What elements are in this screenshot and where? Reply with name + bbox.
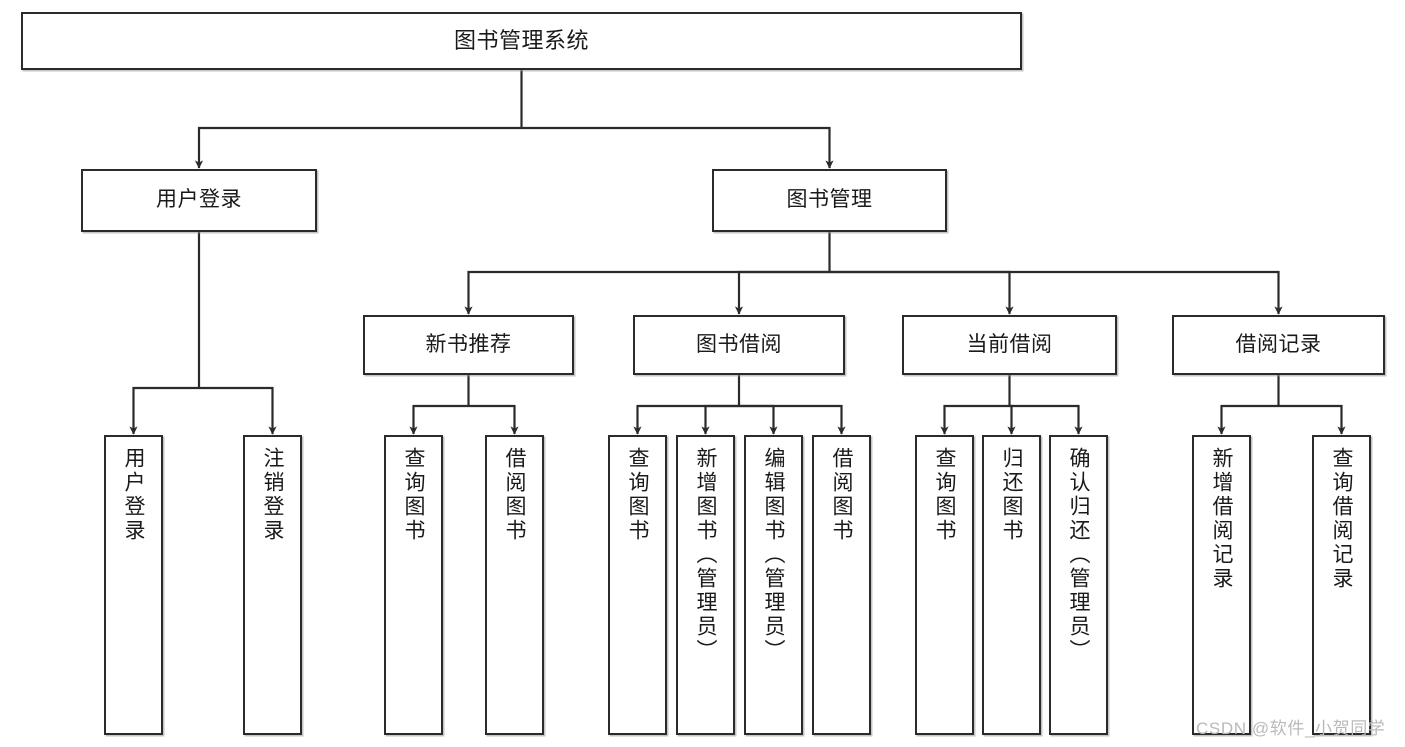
node-l3-borrow[interactable]: 图书借阅 [633,315,845,375]
node-l4-b1[interactable]: 查询图书 [384,435,443,735]
node-l4-b2[interactable]: 借阅图书 [485,435,544,735]
connector-l2-login-to-l4-a2 [199,386,277,435]
node-label: 当前借阅 [966,332,1053,356]
node-label: 查询图书 [933,447,956,543]
node-l4-c3[interactable]: 编辑图书（管理员） [744,435,803,735]
node-l3-current[interactable]: 当前借阅 [902,315,1117,375]
node-l4-c4[interactable]: 借阅图书 [812,435,871,735]
connector-l3-borrow-to-l4-c1 [633,404,739,435]
node-l4-c1[interactable]: 查询图书 [608,435,667,735]
connector-l3-borrow-to-l4-c2 [701,404,739,435]
connector-l2-bookmgmt-to-l3-borrow [734,270,830,315]
connector-l2-bookmgmt-to-l3-newbook [464,270,830,315]
node-label: 新增图书（管理员） [694,447,717,663]
node-label: 图书管理系统 [453,28,589,54]
node-l4-a1[interactable]: 用户登录 [104,435,163,735]
node-label: 注销登录 [261,447,284,543]
node-label: 用户登录 [122,447,145,543]
node-l4-e2[interactable]: 查询借阅记录 [1312,435,1371,735]
connector-l2-bookmgmt-to-l3-records [829,270,1283,315]
connector-l3-newbook-to-l4-b1 [409,404,469,435]
connector-root-to-l2-login [194,126,522,169]
node-label: 图书借阅 [696,332,782,356]
node-label: 确认归还（管理员） [1067,447,1090,663]
node-label: 借阅图书 [503,447,526,543]
node-label: 借阅图书 [830,447,853,543]
node-l3-newbook[interactable]: 新书推荐 [363,315,574,375]
node-l4-d1[interactable]: 查询图书 [915,435,974,735]
connector-l2-login-to-l4-a1 [129,386,199,435]
connector-l3-borrow-to-l4-c4 [739,404,846,435]
connector-l3-borrow-to-l4-c3 [739,404,778,435]
csdn-watermark: CSDN @软件_小贺同学 [1196,719,1386,738]
node-label: 归还图书 [1000,447,1023,543]
node-l2-bookmgmt[interactable]: 图书管理 [712,169,947,232]
node-label: 新书推荐 [425,332,512,356]
node-l3-records[interactable]: 借阅记录 [1172,315,1385,375]
node-label: 用户登录 [156,188,242,212]
node-l4-e1[interactable]: 新增借阅记录 [1192,435,1251,735]
node-root[interactable]: 图书管理系统 [21,12,1022,70]
connector-l2-bookmgmt-to-l3-current [829,270,1014,315]
node-l4-c2[interactable]: 新增图书（管理员） [676,435,735,735]
node-l4-a2[interactable]: 注销登录 [243,435,302,735]
node-label: 查询图书 [402,447,425,543]
node-label: 新增借阅记录 [1210,447,1233,591]
node-l4-d3[interactable]: 确认归还（管理员） [1049,435,1108,735]
connector-l3-current-to-l4-d2 [1007,404,1016,435]
node-label: 借阅记录 [1235,332,1322,356]
node-label: 编辑图书（管理员） [762,447,785,663]
node-l2-login[interactable]: 用户登录 [81,169,317,232]
connector-l3-records-to-l4-e1 [1217,404,1279,435]
connector-l3-current-to-l4-d1 [940,404,1010,435]
node-l4-d2[interactable]: 归还图书 [982,435,1041,735]
connector-l3-current-to-l4-d3 [1009,404,1083,435]
node-label: 查询借阅记录 [1330,447,1353,591]
connector-root-to-l2-bookmgmt [521,126,834,169]
connector-l3-newbook-to-l4-b2 [468,404,519,435]
node-label: 图书管理 [786,188,873,212]
connector-l3-records-to-l4-e2 [1278,404,1346,435]
node-label: 查询图书 [626,447,649,543]
